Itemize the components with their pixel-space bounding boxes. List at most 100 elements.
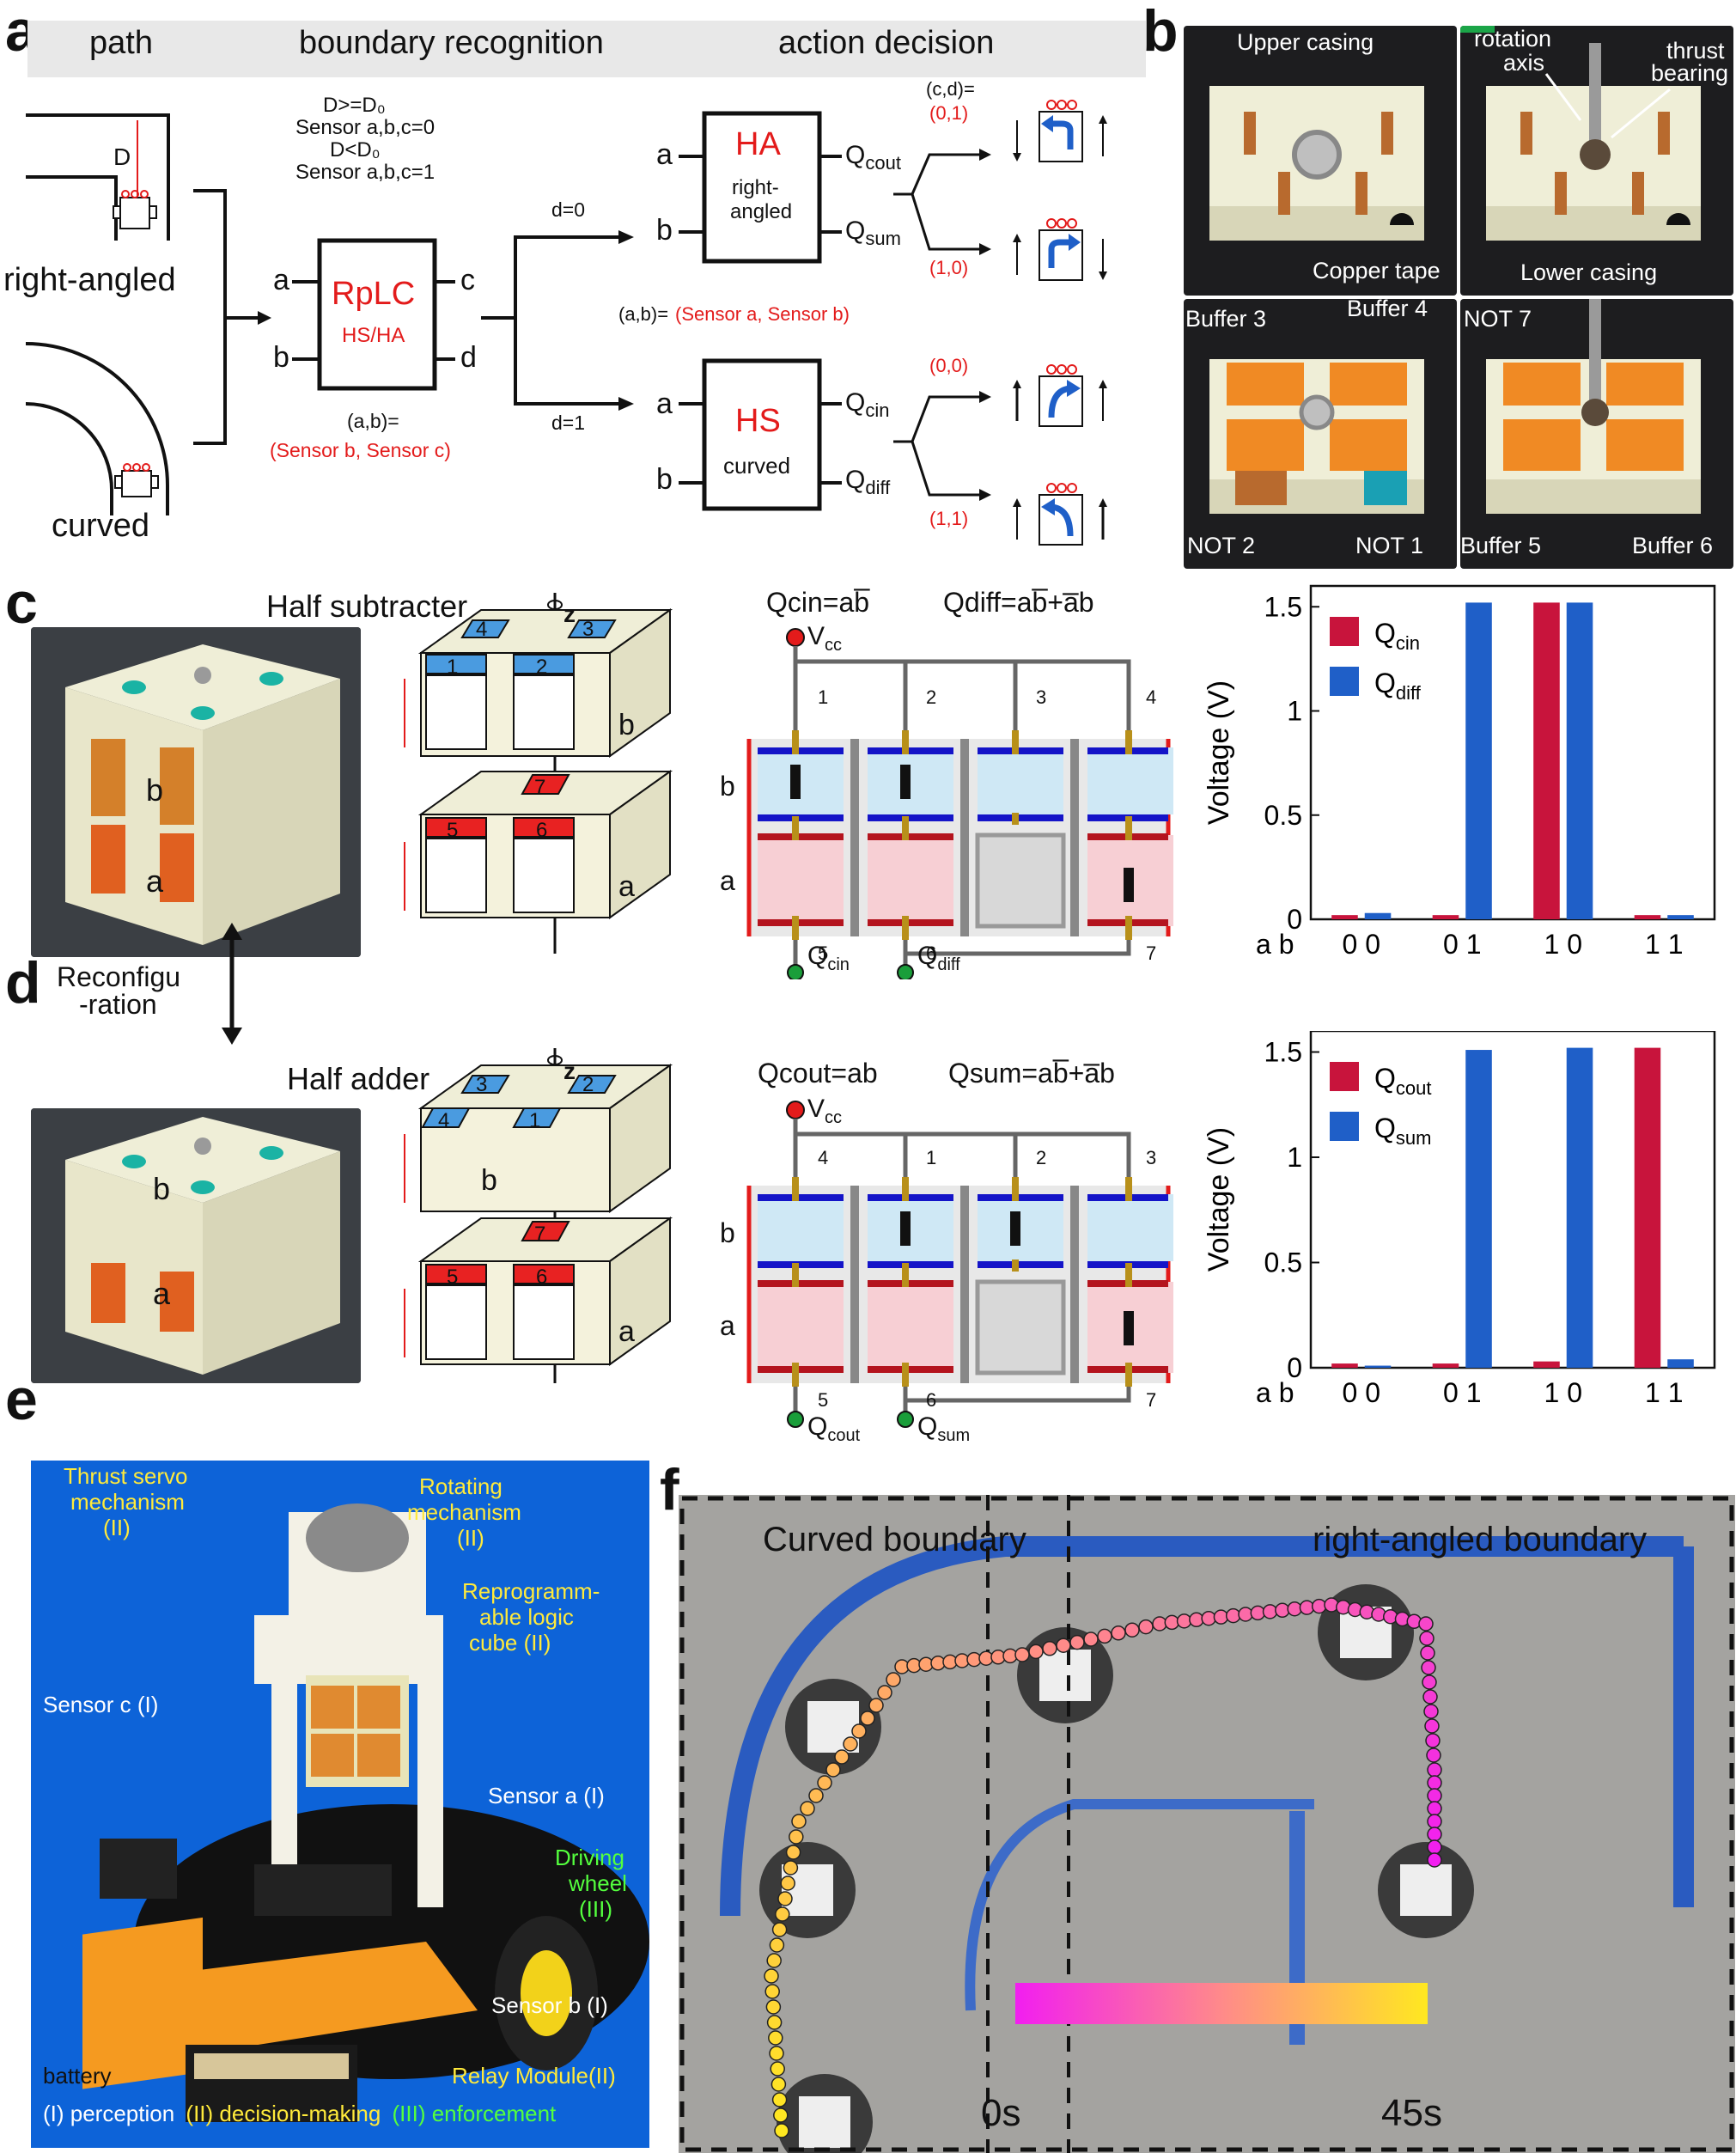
cube-image: [31, 627, 361, 957]
trajectory-dot: [764, 1968, 779, 1984]
casing-image: [1209, 86, 1424, 241]
hs-out-qcin: Qcin: [807, 942, 850, 974]
panel-a-header-bar: [27, 21, 1146, 77]
ha-cnode-5: 5: [818, 1389, 829, 1411]
bar-cout-3: [1634, 1047, 1661, 1368]
caption-buffer-4: Buffer 4: [1347, 299, 1428, 321]
y-tick-label: 1.5: [1264, 1037, 1302, 1068]
legend-perception-text: (I) perception: [43, 2101, 175, 2126]
trajectory-dot: [770, 2061, 785, 2077]
trajectory-dot: [771, 2077, 787, 2092]
trajectory-dot: [1424, 1718, 1440, 1734]
caption-not-2: NOT 2: [1187, 533, 1256, 558]
ab-label: (a,b)=: [618, 303, 669, 325]
rplc-out-d: d: [460, 341, 477, 374]
trajectory-dot: [1042, 1641, 1057, 1656]
ha-out-1: Qcout: [845, 141, 901, 174]
rplc-ab-label: (a,b)=: [347, 410, 399, 432]
ha-block-a: a: [618, 1315, 635, 1348]
ha-cube-label-a: a: [153, 1276, 171, 1311]
robot-icon: [113, 190, 157, 229]
ha-out-2: Qsum: [845, 217, 901, 249]
y-tick-label: 0.5: [1264, 800, 1302, 831]
y-axis-label: Voltage (V): [1203, 1127, 1235, 1272]
trajectory-dot: [1111, 1625, 1126, 1641]
ha-eq-qsum: Qsum=ab̅+a̅b: [948, 1058, 1115, 1089]
trajectory-dot: [1426, 1747, 1441, 1763]
ha-cnode-2: 2: [1036, 1147, 1047, 1168]
ha-exploded-diagram: [404, 1048, 673, 1383]
trajectory-dot: [765, 1999, 782, 2015]
trajectory-dot: [1250, 1605, 1266, 1621]
trajectory-dot: [1152, 1616, 1167, 1632]
trajectory-dot: [775, 1906, 790, 1922]
cd-value-3: (0,0): [929, 355, 969, 376]
label-relay: Relay Module(II): [452, 2063, 616, 2089]
photo-buffers: Buffer 3 Buffer 4 NOT 2 NOT 1: [1184, 299, 1457, 569]
rplc-sub: HS/HA: [342, 324, 405, 347]
hs-out-qdiff: Qdiff: [917, 942, 960, 974]
bar-sum-2: [1566, 1047, 1593, 1368]
label-rotating-1: Rotating: [419, 1473, 503, 1499]
trajectory-dot: [843, 1736, 858, 1752]
plot-frame: [1309, 1031, 1716, 1369]
x-tick-label: 1 0: [1544, 1377, 1582, 1408]
hs-pad-2: 2: [536, 656, 548, 679]
hs-eq-qcin: Qcin=ab̅: [766, 587, 870, 618]
trajectory-dot: [1422, 1674, 1437, 1690]
reconfig-line-1: Reconfigu: [57, 961, 181, 992]
label-thrust-3: (II): [103, 1515, 131, 1540]
trajectory-dot: [1427, 1762, 1442, 1778]
bar-cin-2: [1533, 602, 1560, 919]
ha-cnode-1: 1: [926, 1147, 937, 1168]
ha-pad-3: 3: [476, 1073, 488, 1096]
hs-exploded-diagram: [404, 593, 673, 954]
bar-cout-1: [1432, 1363, 1459, 1368]
action-curve-right-icon: [1013, 364, 1107, 427]
trajectory-dot: [1427, 1788, 1442, 1803]
trajectory-dot: [771, 2092, 788, 2107]
bar-cin-3: [1634, 915, 1661, 919]
trajectory-dot: [1083, 1632, 1099, 1647]
trajectory-dot: [1423, 1704, 1439, 1719]
label-rotating-3: (II): [457, 1525, 484, 1551]
hs-cube-label-b: b: [146, 772, 164, 808]
trajectory-dot: [1028, 1644, 1044, 1660]
legend-label: Qcout: [1374, 1063, 1431, 1099]
ha-row-a: a: [720, 1310, 735, 1341]
caption-rotation: rotation: [1474, 26, 1552, 52]
ha-cnode-7: 7: [1146, 1389, 1157, 1411]
trajectory-dot: [1225, 1607, 1241, 1624]
label-curved-boundary: Curved boundary: [763, 1521, 1026, 1558]
label-right-angled-boundary: right-angled boundary: [1313, 1521, 1648, 1558]
trajectory-dot: [808, 1788, 824, 1803]
legend-label-sub: cin: [1396, 632, 1420, 654]
hs-cnode-1: 1: [818, 686, 829, 708]
legend-label: Qsum: [1374, 1113, 1431, 1149]
plot-frame: [1309, 584, 1716, 921]
x-tick-label: 0 1: [1443, 929, 1481, 960]
hs-vcc: Vcc: [807, 622, 843, 655]
bar-cout-2: [1533, 1361, 1560, 1368]
legend-label: Qcin: [1374, 618, 1420, 654]
trajectory-dot: [1420, 1645, 1435, 1661]
trajectory-dot: [780, 1875, 795, 1891]
trajectory-dot: [1213, 1609, 1229, 1625]
photo-lower-casing: rotation axis thrust bearing Lower casin…: [1460, 26, 1733, 296]
colorbar-start-label: 0s: [981, 2092, 1021, 2134]
trajectory-dot: [868, 1698, 884, 1713]
reconfig-line-2: -ration: [79, 989, 157, 1020]
casing-image: [1486, 299, 1701, 514]
hs-cube-label-a: a: [146, 863, 164, 899]
trajectory-dot: [1238, 1607, 1253, 1622]
trajectory-dot: [800, 1801, 815, 1816]
trajectory-dot: [783, 1860, 799, 1875]
hs-row-a: a: [720, 865, 735, 896]
legend-decision-text: (II) decision-making: [186, 2101, 381, 2126]
caption-buffer-5: Buffer 5: [1460, 533, 1542, 558]
legend-swatch: [1330, 1062, 1359, 1091]
trajectory-dot: [851, 1723, 867, 1739]
trajectory-dot: [1275, 1602, 1290, 1619]
ha-vcc: Vcc: [807, 1095, 843, 1127]
trajectory-dot: [1427, 1827, 1442, 1842]
